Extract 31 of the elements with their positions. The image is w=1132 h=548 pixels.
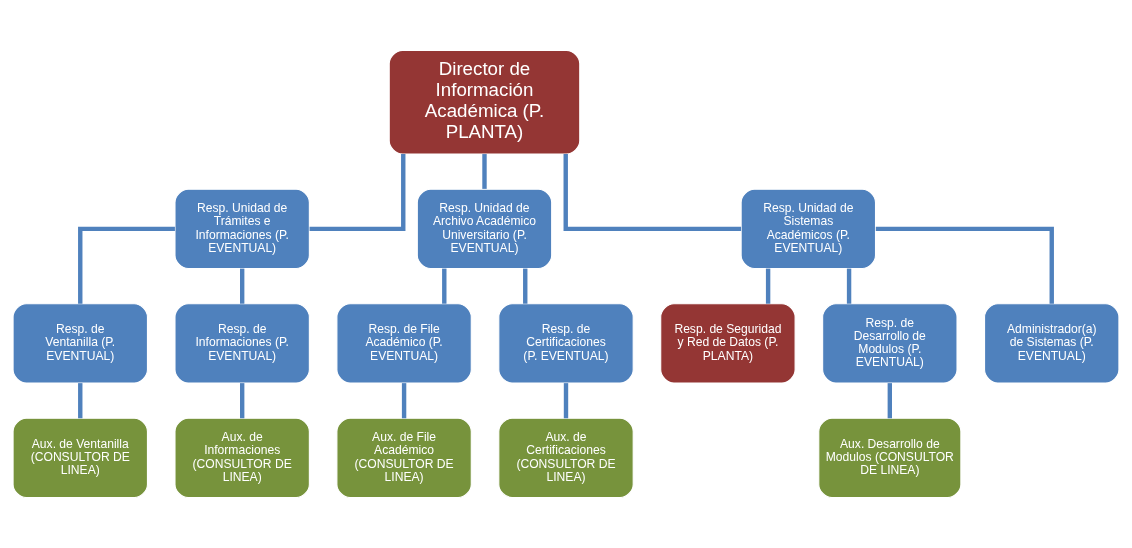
- node-box: Resp. Unidad de Sistemas Académicos (P. EVENTUAL): [740, 188, 877, 270]
- connector: [563, 154, 742, 232]
- node-box: Aux. de Certificaciones (CONSULTOR DE LINEA): [498, 417, 634, 499]
- node-box: Aux. de File Académico (CONSULTOR DE LINEA): [336, 417, 472, 499]
- node-box: Resp. de Certificaciones (P. EVENTUAL): [498, 303, 634, 384]
- node-box: Resp. de Ventanilla (P. EVENTUAL): [12, 303, 148, 384]
- node-box: Resp. de Informaciones (P. EVENTUAL): [174, 303, 310, 384]
- node-box: Administrador(a) de Sistemas (P. EVENTUAL): [984, 303, 1120, 384]
- node-box: Resp. de Seguridad y Red de Datos (P. PLANTA): [660, 303, 796, 384]
- node-box: Aux. de Informaciones (CONSULTOR DE LINEA): [174, 417, 310, 499]
- connector: [846, 268, 852, 304]
- node-box: Resp. de Desarrollo de Modulos (P. EVENTUAL): [822, 303, 958, 384]
- connector: [309, 154, 406, 232]
- connector: [442, 268, 447, 304]
- connector: [482, 154, 487, 189]
- node-box: Resp. Unidad de Archivo Académico Universitario (P. EVENTUAL): [416, 188, 553, 270]
- connector: [401, 383, 407, 419]
- connector: [887, 383, 893, 419]
- node-box: Aux. de Ventanilla (CONSULTOR DE LINEA): [12, 417, 148, 499]
- connector: [523, 268, 528, 304]
- connector: [239, 268, 245, 304]
- connector: [765, 268, 771, 304]
- connector: [78, 383, 83, 419]
- connector: [78, 226, 175, 304]
- node-box: Resp. Unidad de Trámites e Informaciones (P. EVENTUAL): [174, 188, 310, 270]
- connector: [239, 383, 245, 419]
- node-box: Director de Información Académica (P. PLANTA): [388, 49, 581, 155]
- node-box: Aux. Desarrollo de Modulos (CONSULTOR DE LINEA): [818, 417, 962, 499]
- node-box: Resp. de File Académico (P. EVENTUAL): [336, 303, 472, 384]
- connector: [563, 383, 569, 419]
- connector: [875, 226, 1054, 304]
